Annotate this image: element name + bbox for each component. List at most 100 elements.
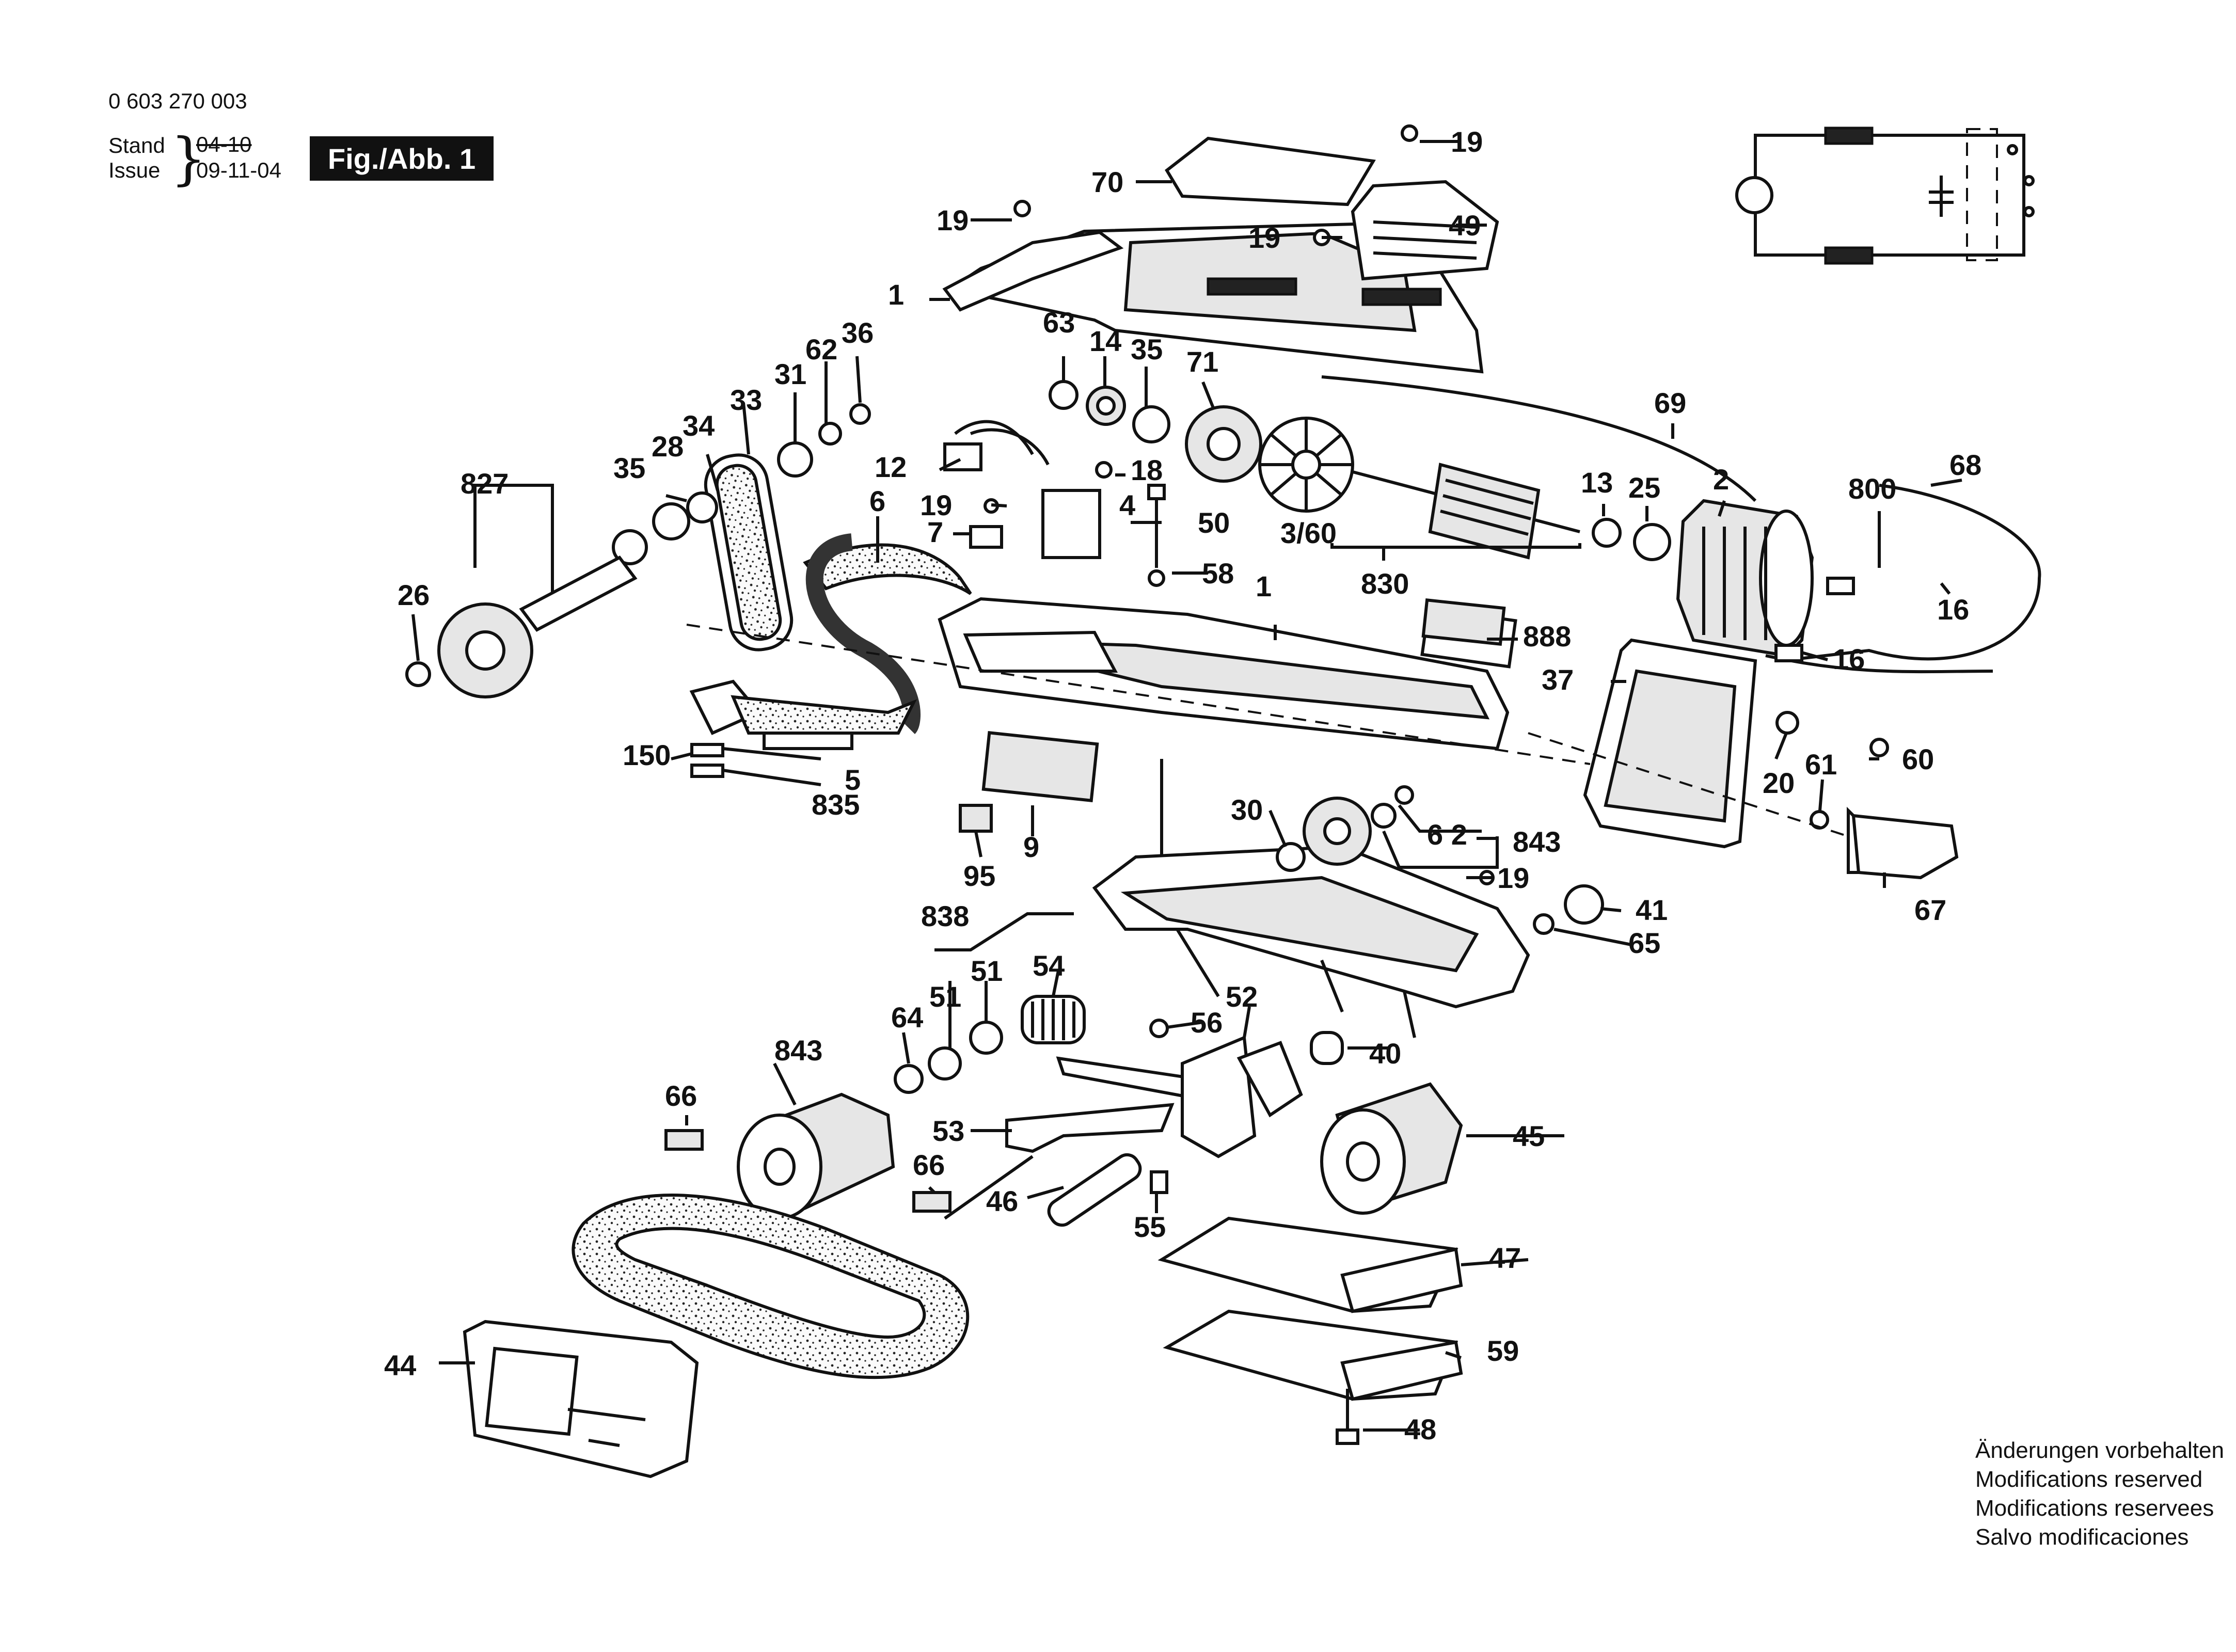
callout-3-60: 3/60	[1280, 517, 1337, 549]
callout-40: 40	[1369, 1037, 1401, 1070]
callout-2: 2	[1713, 463, 1729, 496]
callout-69: 69	[1654, 387, 1686, 419]
spring-40	[1310, 1031, 1344, 1065]
brace-glyph: }	[170, 125, 207, 192]
callout-18: 18	[1131, 454, 1163, 486]
callout-7: 7	[927, 516, 943, 548]
knob-41	[1564, 884, 1604, 925]
callout-37: 37	[1542, 663, 1574, 696]
plate-47	[1157, 1216, 1463, 1313]
motor-cap-49	[1351, 180, 1499, 281]
label-9	[981, 731, 1099, 802]
callout-71: 71	[1186, 345, 1218, 378]
washer-65	[1533, 913, 1555, 935]
callout-95: 95	[963, 860, 995, 892]
cable-69	[1321, 375, 1757, 502]
stand-label: Stand	[108, 133, 165, 157]
dust-box-44	[463, 1320, 699, 1479]
cord-68	[1765, 484, 2041, 674]
callout-41: 41	[1636, 894, 1668, 926]
gear-30-group	[1276, 785, 1414, 872]
bracket-52	[1056, 1035, 1303, 1158]
assembly-axis-2	[1528, 732, 1849, 837]
callout-16-lower: 16	[1833, 643, 1865, 675]
callout-61: 61	[1805, 748, 1837, 781]
assembly-axis	[686, 624, 1591, 765]
callout-830: 830	[1361, 567, 1409, 600]
gear-71	[1185, 405, 1262, 483]
callout-46: 46	[986, 1185, 1018, 1217]
stand-date: 04-10	[196, 132, 252, 156]
figure-badge: Fig./Abb. 1	[310, 136, 494, 181]
callout-56: 56	[1191, 1006, 1223, 1039]
callout-13: 13	[1581, 466, 1613, 499]
screw-60	[1869, 738, 1889, 757]
screw-18	[1095, 461, 1113, 479]
callout-827: 827	[461, 467, 509, 500]
callout-48: 48	[1404, 1413, 1436, 1446]
callout-47: 47	[1489, 1242, 1521, 1274]
housing-top-cover	[942, 221, 1484, 374]
screw-19-left	[1013, 200, 1031, 217]
callout-53: 53	[932, 1115, 964, 1147]
fan-wheel	[1258, 417, 1354, 513]
callout-65: 65	[1628, 927, 1660, 959]
knob-67	[1847, 806, 1959, 880]
screw-50	[1147, 484, 1166, 587]
callout-67: 67	[1914, 894, 1946, 926]
callout-51-left: 51	[929, 980, 961, 1013]
callout-19-top: 19	[1451, 125, 1483, 158]
callout-25: 25	[1628, 471, 1660, 504]
note-line-es: Salvo modificaciones	[1975, 1524, 2189, 1550]
callout-66-lower: 66	[913, 1149, 945, 1181]
callout-63: 63	[1043, 306, 1075, 339]
issue-date: 09-11-04	[196, 158, 282, 182]
callout-800: 800	[1848, 472, 1896, 505]
drive-belt	[704, 453, 794, 652]
callout-838: 838	[921, 900, 969, 932]
pin-46	[1047, 1153, 1142, 1227]
note-line-en: Modifications reserved	[1975, 1467, 2203, 1492]
field-winding	[1676, 499, 1814, 658]
bearings-row	[1049, 380, 1170, 443]
callout-62-gear: 6 2	[1427, 818, 1467, 851]
callout-68: 68	[1949, 449, 1981, 481]
document-number: 0 603 270 003	[108, 89, 247, 113]
label-95	[959, 804, 993, 833]
callout-49: 49	[1449, 209, 1481, 242]
screw-20	[1775, 711, 1799, 735]
callout-19-left: 19	[937, 204, 969, 236]
terminal-16-lower	[1774, 644, 1803, 662]
pad-66-lower	[912, 1191, 952, 1213]
sanding-belt	[572, 1194, 970, 1379]
callout-62-top: 62	[805, 333, 837, 366]
callout-60: 60	[1902, 743, 1934, 775]
callout-835: 835	[812, 788, 860, 821]
callout-52: 52	[1226, 980, 1258, 1013]
callout-64: 64	[891, 1001, 923, 1034]
callout-54: 54	[1033, 949, 1065, 982]
screw-48	[1336, 1389, 1359, 1445]
callout-12: 12	[875, 451, 907, 483]
callout-19-mid: 19	[1248, 221, 1280, 254]
mains-plug	[689, 679, 917, 786]
roller-45	[1320, 1082, 1463, 1215]
callout-59: 59	[1487, 1335, 1519, 1367]
roller-843	[737, 1092, 895, 1220]
leader-lines	[411, 140, 1962, 1432]
cover-plate-70	[1165, 136, 1376, 206]
lever-53	[1005, 1103, 1175, 1153]
callout-70: 70	[1091, 166, 1123, 198]
label-888	[1421, 598, 1506, 646]
plate-59	[1163, 1309, 1463, 1401]
bracket-827	[473, 484, 554, 594]
callout-1-base: 1	[1256, 570, 1272, 602]
armature-rotor	[1352, 463, 1671, 561]
note-line-de: Änderungen vorbehalten	[1975, 1438, 2224, 1463]
callout-31: 31	[774, 358, 806, 390]
terminal-16-upper	[1826, 577, 1855, 595]
callout-50: 50	[1198, 506, 1230, 539]
callout-28: 28	[652, 430, 684, 463]
